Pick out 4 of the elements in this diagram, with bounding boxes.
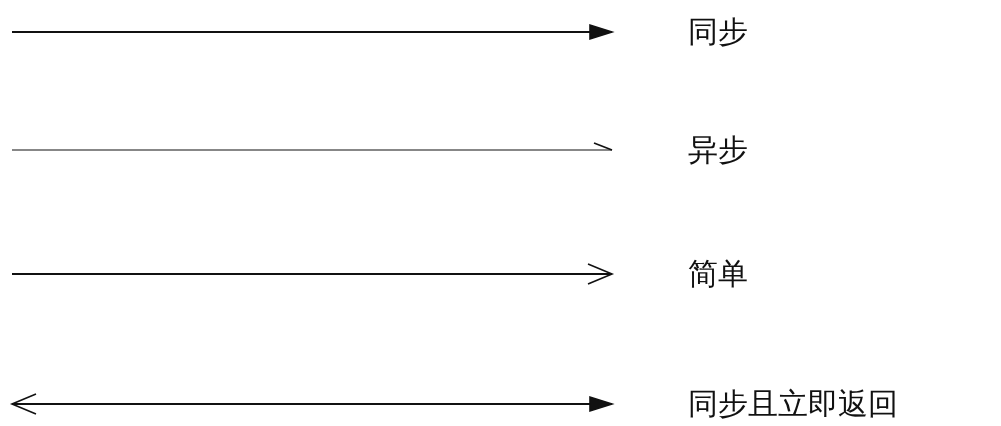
legend-text: 同步且立即返回 [688,385,898,423]
legend-text: 简单 [688,255,748,293]
legend-text: 异步 [688,131,748,169]
legend-text: 同步 [688,13,748,51]
